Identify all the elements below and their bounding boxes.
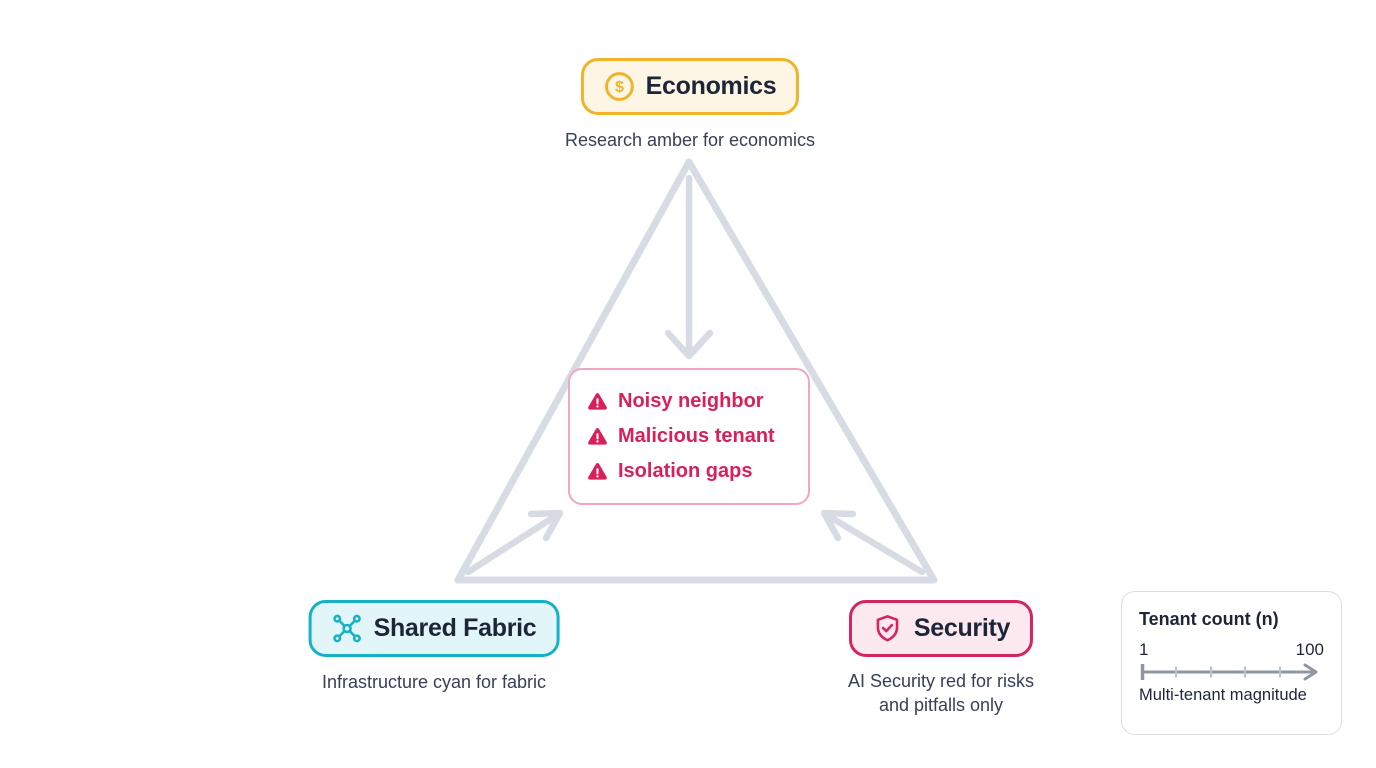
shared-fabric-pill: Shared Fabric [308,600,560,657]
risk-label: Malicious tenant [618,425,775,447]
legend-title: Tenant count (n) [1139,609,1279,629]
warning-icon [587,461,608,482]
tenant-count-axis [1140,663,1318,681]
security-caption: AI Security red for risks and pitfalls o… [848,669,1034,717]
risk-item: Isolation gaps [587,460,798,483]
risk-item: Noisy neighbor [587,390,798,413]
legend-min: 1 [1139,640,1149,659]
warning-icon [587,391,608,412]
axis-arrowhead [1303,663,1318,681]
shared-fabric-caption: Infrastructure cyan for fabric [321,672,547,692]
economics-label: Economics [645,72,777,100]
dollar-circle-icon: $ [604,71,635,102]
arrow-security-to-risks [820,509,926,576]
arrow-fabric-to-risks [464,509,564,576]
shield-check-icon [872,613,903,644]
risk-label: Isolation gaps [618,460,753,482]
svg-text:$: $ [615,78,624,96]
warning-icon [587,426,608,447]
shared-fabric-label: Shared Fabric [373,614,537,642]
security-caption-line1: AI Security red for risks [847,671,1035,691]
risk-item: Malicious tenant [587,425,798,448]
axis-ticks [1175,666,1281,678]
legend-max: 100 [1295,640,1324,659]
security-label: Security [913,614,1011,642]
risk-box: Noisy neighbor Malicious tenant Isolat [568,368,810,505]
network-hub-icon [332,613,363,644]
arrow-economics-to-risks [664,174,714,360]
risk-label: Noisy neighbor [618,390,764,412]
node-shared-fabric: Shared Fabric Infrastructure cyan for fa… [308,600,560,694]
economics-caption: Research amber for economics [564,130,816,150]
legend-card: Tenant count (n) 1 100 Multi-tenant magn… [1121,591,1342,735]
security-pill: Security [848,600,1034,657]
legend-caption: Multi-tenant magnitude [1139,686,1307,704]
node-economics: $ Economics Research amber for economics [565,58,815,152]
economics-pill: $ Economics [580,58,800,115]
node-security: Security AI Security red for risks and p… [848,600,1034,717]
security-caption-line2: and pitfalls only [878,695,1004,715]
legend-range: 1 100 [1139,641,1324,659]
